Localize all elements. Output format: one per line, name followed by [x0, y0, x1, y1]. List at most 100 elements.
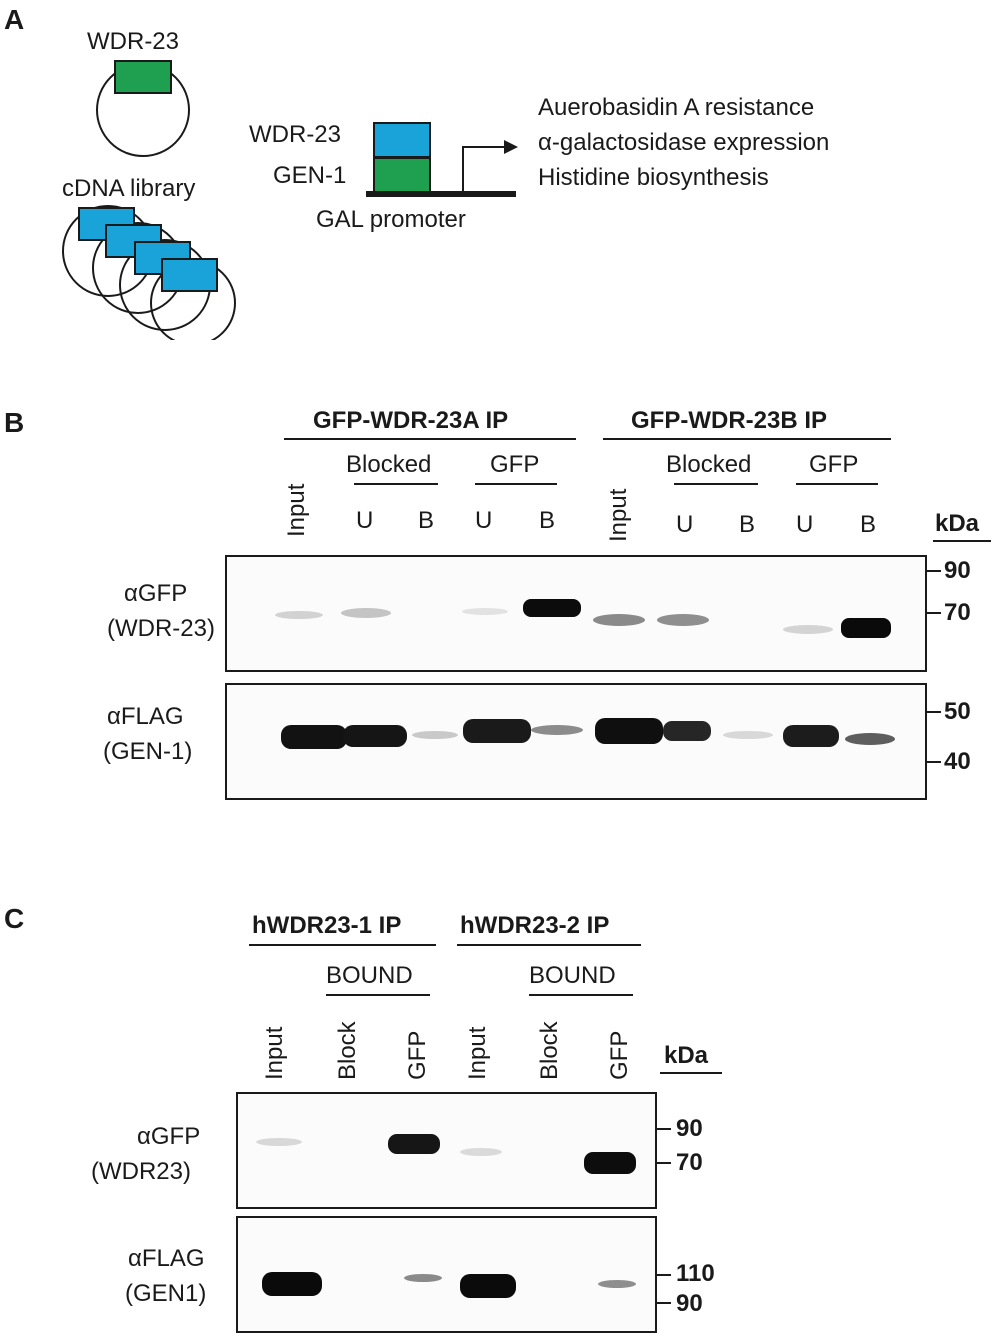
band: [663, 721, 711, 741]
group2-title: GFP-WDR-23B IP: [631, 407, 828, 434]
marker-40-b: 40: [944, 748, 971, 775]
blocked-label-2: Blocked: [666, 451, 752, 478]
marker-tick: [657, 1162, 671, 1164]
readout-1: Auerobasidin A resistance: [538, 94, 815, 121]
marker-50-b: 50: [944, 698, 971, 725]
band: [462, 608, 508, 615]
kda-underline-b: [933, 540, 991, 542]
kda-label-c: kDa: [664, 1042, 709, 1069]
panel-b-letter: B: [4, 407, 25, 438]
c-group1-underline: [249, 944, 436, 946]
fusion-bait-box: [373, 157, 431, 193]
gfp-label-1: GFP: [490, 451, 540, 478]
library-label: cDNA library: [62, 175, 196, 202]
band: [460, 1148, 502, 1156]
kda-underline-c: [660, 1072, 722, 1074]
transcription-arrow: [462, 146, 505, 192]
band: [723, 731, 773, 739]
lane-u-1: U: [356, 507, 374, 534]
band: [595, 718, 663, 744]
marker-110-c: 110: [676, 1260, 715, 1287]
readout-3: Histidine biosynthesis: [538, 164, 769, 191]
library-insert-4: [161, 258, 218, 292]
group1-underline: [284, 438, 576, 440]
bound-label-2: BOUND: [529, 962, 616, 989]
band: [523, 599, 581, 617]
group1-title: GFP-WDR-23A IP: [313, 407, 509, 434]
blot-c1-antibody: αGFP: [137, 1123, 201, 1150]
blocked-label-1: Blocked: [346, 451, 432, 478]
promoter-bar: [366, 191, 516, 197]
c-lane-gfp-2: GFP: [606, 1030, 633, 1080]
lane-b-2: B: [539, 507, 556, 534]
marker-tick: [657, 1128, 671, 1130]
c-lane-block-2: Block: [536, 1021, 563, 1080]
fusion-prey-box: [373, 122, 431, 158]
band: [343, 725, 407, 747]
blot-b2-antibody: αFLAG: [107, 703, 184, 730]
lane-b-1: B: [418, 507, 435, 534]
band: [584, 1152, 636, 1174]
marker-70-b: 70: [944, 599, 971, 626]
bound-underline-2: [529, 994, 633, 996]
panel-a-diagram: [62, 60, 518, 340]
blot-c1: [236, 1092, 657, 1209]
band: [531, 725, 583, 735]
marker-tick: [927, 711, 941, 713]
blot-b2: [225, 683, 927, 800]
marker-90-c: 90: [676, 1115, 703, 1142]
marker-90-b: 90: [944, 557, 971, 584]
marker-tick: [657, 1274, 671, 1276]
c-lane-input-1: Input: [261, 1026, 288, 1080]
fusion-top-label: WDR-23: [249, 121, 342, 148]
band: [460, 1274, 516, 1298]
blot-c2-target: (GEN1): [125, 1280, 207, 1307]
lane-u-2: U: [475, 507, 493, 534]
blot-b1: [225, 555, 927, 672]
marker-90-c2: 90: [676, 1290, 703, 1317]
c-group2-underline: [457, 944, 641, 946]
gfp-underline-2: [796, 483, 878, 485]
band: [262, 1272, 322, 1296]
blot-c2: [236, 1216, 657, 1333]
blot-b1-antibody: αGFP: [124, 580, 188, 607]
bound-underline-1: [326, 994, 430, 996]
band: [783, 625, 833, 634]
arrow-head-icon: [504, 140, 518, 154]
band: [404, 1274, 442, 1282]
band: [593, 614, 645, 626]
band: [281, 725, 347, 749]
blot-c2-antibody: αFLAG: [128, 1245, 205, 1272]
marker-tick: [927, 612, 941, 614]
band: [388, 1134, 440, 1154]
readout-2: α-galactosidase expression: [538, 129, 830, 156]
fusion-bottom-label: GEN-1: [273, 162, 347, 189]
band: [783, 725, 839, 747]
band: [841, 618, 891, 638]
band: [845, 733, 895, 745]
blocked-underline-1: [354, 483, 438, 485]
gfp-underline-1: [475, 483, 557, 485]
marker-tick: [657, 1302, 671, 1304]
lane-u-3: U: [676, 511, 694, 538]
c-group2-title: hWDR23-2 IP: [460, 912, 610, 939]
blot-b1-target: (WDR-23): [107, 615, 215, 642]
blot-b2-target: (GEN-1): [103, 738, 193, 765]
band: [657, 614, 709, 626]
c-lane-block-1: Block: [334, 1021, 361, 1080]
lane-b-3: B: [739, 511, 756, 538]
band: [256, 1138, 302, 1146]
gfp-label-2: GFP: [809, 451, 859, 478]
c-group1-title: hWDR23-1 IP: [252, 912, 402, 939]
marker-70-c: 70: [676, 1149, 703, 1176]
bound-label-1: BOUND: [326, 962, 413, 989]
blocked-underline-2: [674, 483, 758, 485]
c-lane-input-2: Input: [464, 1026, 491, 1080]
panel-c-letter: C: [4, 903, 25, 934]
band: [275, 611, 323, 619]
lane-input-2: Input: [605, 488, 632, 542]
panel-a-letter: A: [4, 4, 25, 35]
group2-underline: [603, 438, 891, 440]
bait-plasmid-label: WDR-23: [87, 28, 180, 55]
band: [341, 608, 391, 618]
